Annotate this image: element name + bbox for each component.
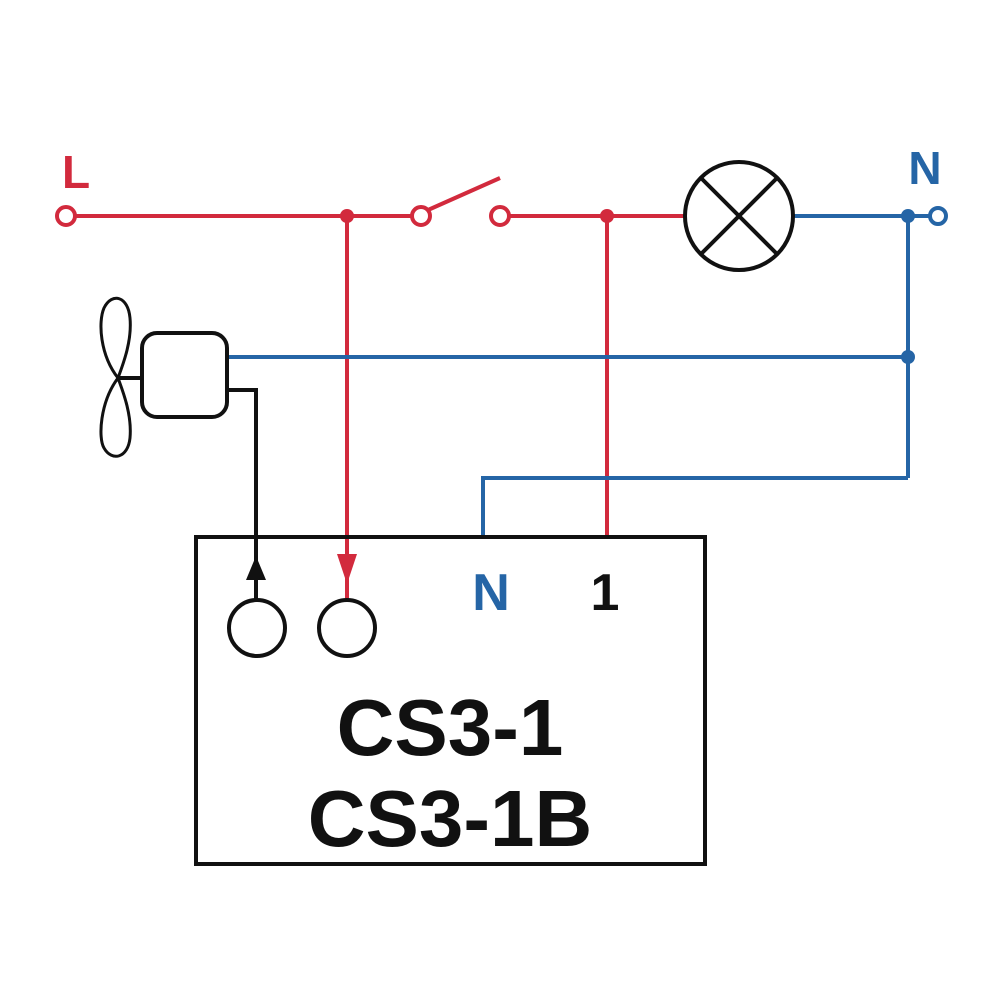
neutral-junction-fan bbox=[901, 350, 915, 364]
module-neutral-wire bbox=[481, 476, 908, 537]
control-arrow-icon bbox=[246, 556, 266, 580]
module-box bbox=[194, 535, 707, 866]
switched-junction bbox=[600, 209, 614, 223]
module-terminal-n-label: N bbox=[472, 564, 510, 622]
fan-output-terminal bbox=[227, 598, 287, 658]
model-name-secondary: CS3-1B bbox=[308, 774, 593, 863]
neutral-junction-top bbox=[901, 209, 915, 223]
live-arrow-icon bbox=[337, 554, 357, 584]
neutral-wiring bbox=[228, 214, 930, 537]
switch-icon bbox=[410, 176, 511, 227]
fan-blade-bottom bbox=[99, 374, 132, 458]
live-terminal-label: L bbox=[62, 146, 90, 198]
fan-icon bbox=[99, 296, 229, 458]
neutral-terminal-label: N bbox=[908, 142, 941, 194]
live-junction bbox=[340, 209, 354, 223]
fan-blade-top bbox=[99, 296, 132, 382]
model-name-primary: CS3-1 bbox=[337, 683, 564, 772]
live-wiring bbox=[73, 214, 684, 605]
fan-control-wire bbox=[228, 388, 258, 604]
module-terminal-1-label: 1 bbox=[591, 564, 620, 622]
lamp-icon bbox=[683, 160, 795, 272]
live-input-terminal bbox=[317, 598, 377, 658]
fan-motor bbox=[140, 331, 229, 419]
neutral-terminal-icon bbox=[928, 206, 948, 226]
live-terminal-icon bbox=[55, 205, 77, 227]
